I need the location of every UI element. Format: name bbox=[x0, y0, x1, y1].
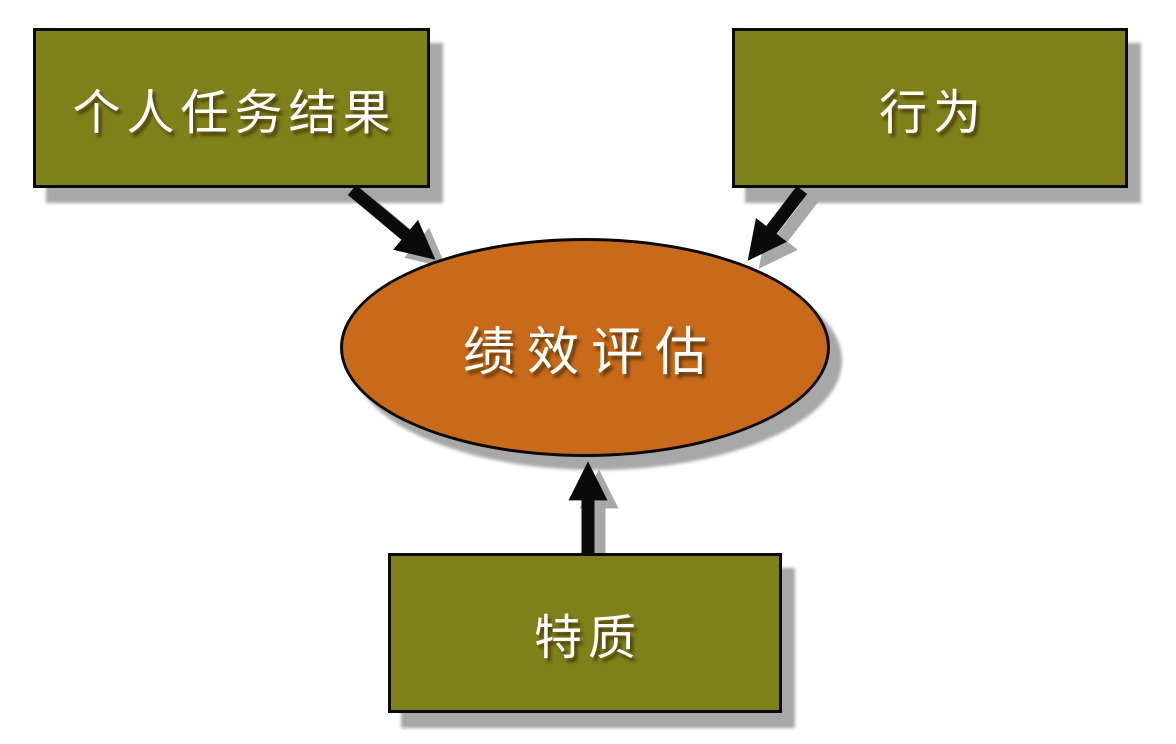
node-traits: 特质 bbox=[388, 553, 782, 713]
node-individual-task-results-label: 个人任务结果 bbox=[72, 87, 397, 140]
node-individual-task-results: 个人任务结果 bbox=[33, 28, 430, 188]
node-behavior: 行为 bbox=[732, 28, 1128, 188]
node-performance-appraisal: 绩效评估 bbox=[340, 238, 830, 457]
arrow-behavior-to-appraisal bbox=[747, 186, 808, 261]
node-behavior-label: 行为 bbox=[878, 87, 987, 140]
node-performance-appraisal-label: 绩效评估 bbox=[462, 325, 719, 382]
node-traits-label: 特质 bbox=[533, 612, 642, 665]
arrow-task-results-to-appraisal bbox=[347, 185, 436, 260]
